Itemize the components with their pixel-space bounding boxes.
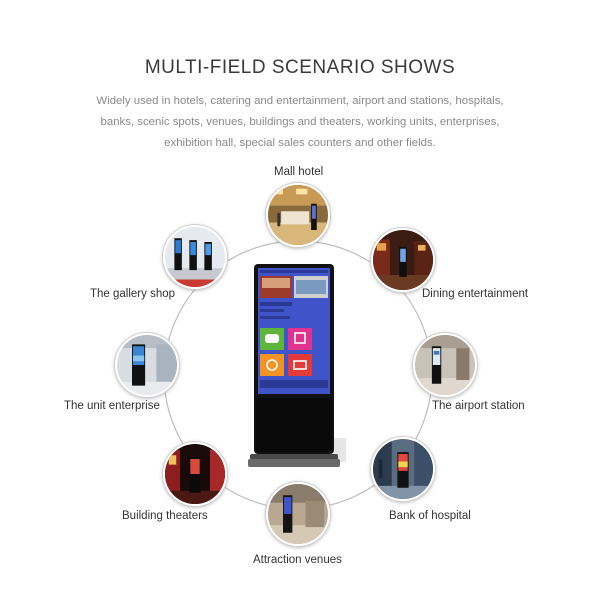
dining-photo xyxy=(371,228,435,292)
scenario-label-mall-hotel: Mall hotel xyxy=(274,166,324,178)
scenario-label-airport: The airport station xyxy=(432,400,525,412)
scenario-label-theaters: Building theaters xyxy=(122,510,208,522)
scenario-label-bank-hospital: Bank of hospital xyxy=(389,510,471,522)
kiosk-display xyxy=(246,262,368,477)
mall-hotel-photo xyxy=(266,183,330,247)
description-line-2: banks, scenic spots, venues, buildings a… xyxy=(100,116,500,128)
description-line-1: Widely used in hotels, catering and ente… xyxy=(96,95,504,107)
scenario-label-enterprise: The unit enterprise xyxy=(64,400,160,412)
bank-hospital-photo xyxy=(371,437,435,501)
gallery-photo xyxy=(163,225,227,289)
scenario-label-attraction: Attraction venues xyxy=(253,554,342,566)
description-line-3: exhibition hall, special sales counters … xyxy=(164,137,436,149)
page-title: MULTI-FIELD SCENARIO SHOWS xyxy=(144,57,456,78)
scenario-label-gallery: The gallery shop xyxy=(90,288,176,300)
scenario-label-dining: Dining entertainment xyxy=(422,288,529,300)
enterprise-photo xyxy=(115,333,179,397)
attraction-photo xyxy=(266,482,330,546)
theater-photo xyxy=(163,442,227,506)
airport-photo xyxy=(413,333,477,397)
page-description: Widely used in hotels, catering and ente… xyxy=(80,91,520,154)
